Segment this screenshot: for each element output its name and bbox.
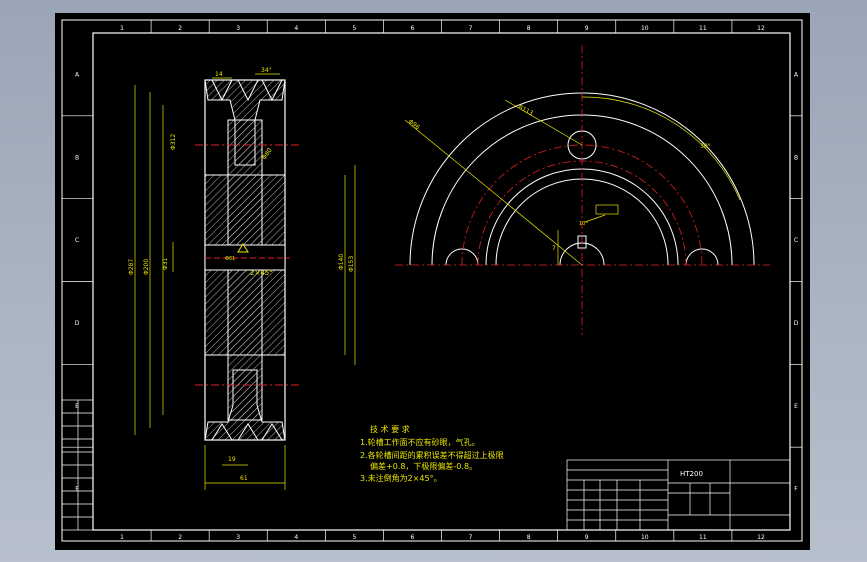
zone-label-right: B — [794, 154, 798, 161]
zone-label-right: F — [794, 486, 798, 493]
tech-req-line-4: 3.未注倒角为2×45°。 — [360, 473, 442, 483]
zone-label-bottom: 10 — [641, 534, 649, 541]
zone-label-top: 10 — [641, 25, 649, 32]
zone-label-bottom: 4 — [294, 534, 298, 541]
zone-label-left: B — [75, 154, 79, 161]
zone-label-top: 11 — [699, 25, 707, 32]
zone-label-left: D — [75, 320, 80, 327]
dim-phi81: Φ81 — [225, 256, 235, 262]
dim-19: 19 — [228, 456, 236, 463]
zone-label-bottom: 7 — [469, 534, 473, 541]
zone-strip-right: A B C D E F — [790, 71, 802, 493]
material-label: HT200 — [680, 470, 703, 478]
dim-14: 14 — [215, 71, 223, 78]
zone-label-left: F — [75, 486, 79, 493]
zone-strip-left: A B C D E F — [62, 71, 93, 493]
zone-label-top: 4 — [294, 25, 298, 32]
dim-7: 7 — [552, 245, 556, 252]
dim-34deg: 34° — [261, 67, 272, 74]
zone-label-bottom: 8 — [527, 534, 531, 541]
zone-label-right: A — [794, 71, 799, 78]
dim-phi287: Φ287 — [128, 259, 135, 275]
zone-label-bottom: 9 — [585, 534, 589, 541]
zone-label-top: 7 — [469, 25, 473, 32]
title-block — [566, 459, 791, 531]
zone-label-bottom: 5 — [352, 534, 356, 541]
tech-req-line-2: 2.各轮槽间距的累积误差不得超过上极限 — [360, 450, 504, 460]
dim-10deg: 10° — [579, 221, 588, 227]
zone-label-top: 5 — [352, 25, 356, 32]
zone-label-bottom: 12 — [757, 534, 765, 541]
zone-label-top: 2 — [178, 25, 182, 32]
zone-label-left: E — [75, 403, 79, 410]
revision-block — [61, 399, 94, 531]
zone-label-left: A — [75, 71, 80, 78]
zone-label-bottom: 11 — [699, 534, 707, 541]
zone-label-top: 1 — [120, 25, 124, 32]
zone-label-bottom: 2 — [178, 534, 182, 541]
drawing-sheet — [55, 13, 810, 550]
dim-61: 61 — [240, 475, 248, 482]
zone-label-right: D — [794, 320, 799, 327]
zone-label-top: 9 — [585, 25, 589, 32]
roughness-symbol — [237, 243, 249, 253]
dim-30deg: 30° — [700, 143, 711, 150]
outer-border — [61, 19, 803, 542]
pulley-section-view: 14 34° Φ312 Φ80 Φ287 Φ200 Φ81 Φ31 Φ140 Φ… — [128, 67, 356, 490]
zone-label-top: 3 — [236, 25, 240, 32]
zone-label-right: E — [794, 403, 798, 410]
dim-phi31: Φ31 — [162, 257, 169, 270]
dim-phi312: Φ312 — [170, 134, 177, 150]
dim-chamfer: 2×45° — [250, 269, 273, 277]
dim-phi153: Φ153 — [348, 256, 355, 272]
zone-label-left: C — [75, 237, 79, 244]
zone-label-top: 8 — [527, 25, 531, 32]
zone-label-bottom: 3 — [236, 534, 240, 541]
tech-req-title: 技 术 要 求 — [370, 424, 410, 434]
zone-label-top: 6 — [411, 25, 415, 32]
dim-phi140: Φ140 — [338, 254, 345, 270]
technical-requirements: 技 术 要 求 1.轮槽工作面不应有砂眼，气孔。 2.各轮槽间距的累积误差不得超… — [360, 424, 504, 483]
dim-phi200: Φ200 — [143, 259, 150, 275]
zone-label-right: C — [794, 237, 798, 244]
zone-label-top: 12 — [757, 25, 765, 32]
zone-label-bottom: 6 — [411, 534, 415, 541]
tech-req-line-1: 1.轮槽工作面不应有砂眼，气孔。 — [360, 437, 480, 447]
pulley-front-view: R113 Φ96 30° 7 10° — [395, 45, 770, 335]
tech-req-line-3: 偏差+0.8，下极限偏差-0.8。 — [370, 461, 477, 471]
zone-label-bottom: 1 — [120, 534, 124, 541]
